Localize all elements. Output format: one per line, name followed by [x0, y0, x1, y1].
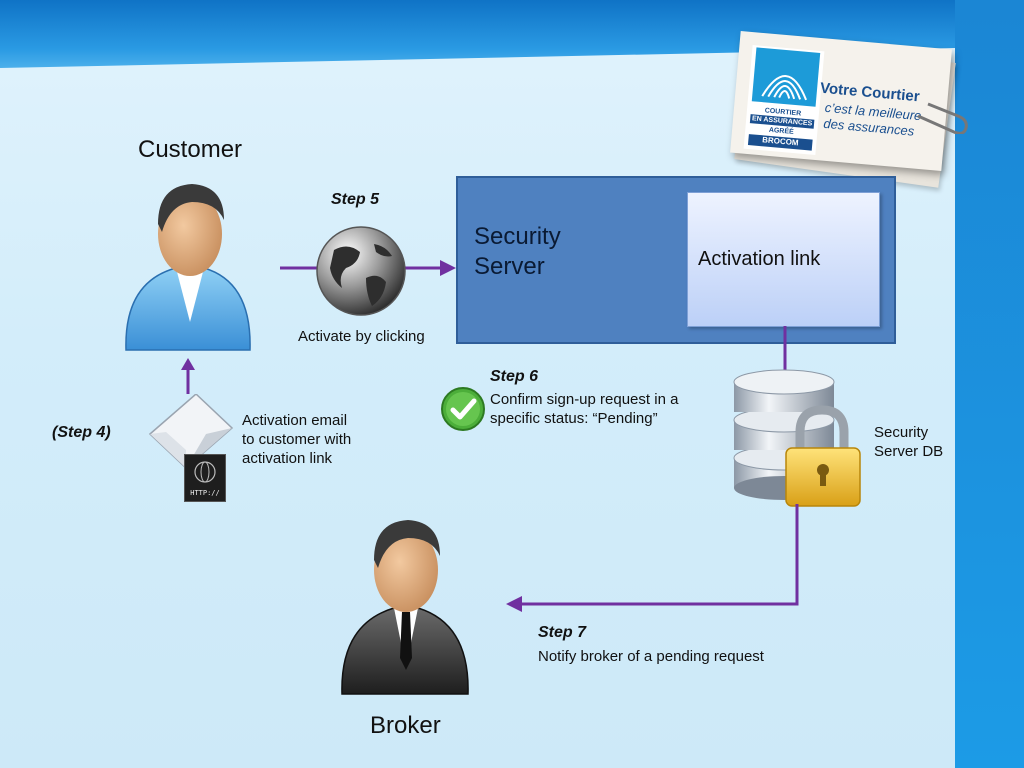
arrow-db-to-broker	[506, 504, 799, 612]
db-label-line-1: Security	[874, 424, 929, 441]
customer-label: Customer	[138, 136, 243, 163]
broker-person-icon	[341, 520, 469, 695]
step4-text-line-1: Activation email	[242, 412, 348, 429]
step6-text: Confirm sign-up request in a specific st…	[490, 390, 678, 428]
step6-text-line-2: specific status: “Pending”	[490, 410, 658, 427]
server-title-line-2: Server	[474, 253, 545, 280]
db-label-line-2: Server DB	[874, 443, 944, 460]
customer-person-icon	[125, 184, 251, 351]
step4-text-line-3: activation link	[242, 450, 333, 467]
http-badge: HTTP://	[190, 489, 220, 497]
activation-link-label: Activation link	[698, 248, 821, 270]
security-db-label: Security Server DB	[874, 423, 943, 461]
step6-label: Step 6	[490, 368, 539, 385]
http-document-icon: HTTP://	[184, 454, 226, 502]
arrow-email-to-customer	[181, 358, 195, 394]
database-lock-icon	[733, 369, 861, 507]
globe-icon[interactable]	[314, 224, 408, 318]
broker-label: Broker	[370, 712, 441, 739]
step7-label: Step 7	[538, 624, 587, 641]
step4-text-line-2: to customer with	[242, 431, 352, 448]
globe-mini-icon	[194, 461, 216, 483]
paperclip-icon	[917, 102, 968, 134]
security-server-title: Security Server	[474, 222, 561, 282]
step4-text: Activation email to customer with activa…	[242, 411, 351, 468]
brocom-logo: COURTIER EN ASSURANCES AGRÉÉ BROCOM	[743, 45, 825, 155]
step4-label: (Step 4)	[52, 424, 111, 441]
server-title-line-1: Security	[474, 223, 561, 250]
step6-text-line-1: Confirm sign-up request in a	[490, 391, 679, 408]
step5-caption: Activate by clicking	[298, 328, 425, 345]
fingerprint-icon	[751, 47, 821, 107]
activation-link-box[interactable]	[687, 192, 880, 327]
step7-text: Notify broker of a pending request	[538, 648, 764, 665]
step5-label: Step 5	[331, 191, 380, 208]
check-icon	[441, 387, 485, 431]
arrow-customer-to-server	[280, 260, 456, 276]
